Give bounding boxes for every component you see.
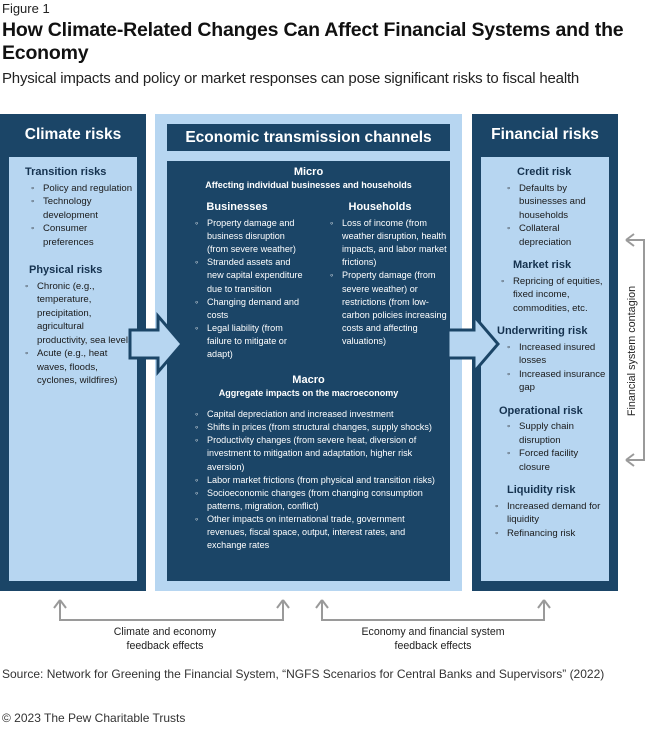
liquidity-risk-list: Increased demand for liquidity Refinanci…	[481, 500, 609, 541]
list-item: Loss of income (from weather disruption,…	[330, 217, 450, 269]
credit-risk-title: Credit risk	[517, 166, 572, 178]
list-item: Increased demand for liquidity	[495, 500, 609, 527]
micro-subtitle: Affecting individual businesses and hous…	[205, 180, 412, 191]
copyright: © 2023 The Pew Charitable Trusts	[2, 711, 186, 725]
businesses-title: Businesses	[206, 201, 268, 213]
households-title: Households	[348, 201, 412, 213]
page-subtitle: Physical impacts and policy or market re…	[2, 70, 580, 87]
economic-channels-header: Economic transmission channels	[167, 124, 450, 151]
financial-risks-header: Financial risks	[491, 126, 599, 143]
businesses-section: Businesses Property damage and business …	[167, 201, 307, 361]
macro-title: Macro	[292, 374, 325, 386]
arrow-up-icon	[315, 599, 329, 609]
operational-risk-title: Operational risk	[499, 404, 583, 417]
households-section: Households Loss of income (from weather …	[310, 201, 450, 348]
feedback-bracket-icon	[59, 600, 284, 621]
macro-list: Capital depreciation and increased inves…	[167, 408, 450, 552]
credit-risk-list: Defaults by businesses and households Co…	[481, 182, 609, 250]
list-item: Stranded assets and new capital expendit…	[195, 256, 307, 295]
list-item: Increased insurance gap	[507, 368, 609, 395]
list-item: Property damage and business disruption …	[195, 217, 307, 256]
list-item: Other impacts on international trade, go…	[195, 513, 446, 552]
operational-risk-list: Supply chain disruption Forced facility …	[481, 420, 609, 474]
transition-risks-title: Transition risks	[25, 166, 107, 178]
page-title: How Climate-Related Changes Can Affect F…	[2, 19, 624, 64]
list-item: Consumer preferences	[31, 222, 137, 249]
list-item: Technology development	[31, 195, 137, 222]
transition-risks-list: Policy and regulation Technology develop…	[9, 182, 137, 250]
list-item: Chronic (e.g., temperature, precipitatio…	[25, 280, 137, 348]
list-item: Property damage (from severe weather) or…	[330, 269, 450, 348]
list-item: Forced facility closure	[507, 447, 609, 474]
arrow-up-icon	[276, 599, 290, 609]
list-item: Legal liability (from failure to mitigat…	[195, 322, 307, 361]
macro-subtitle: Aggregate impacts on the macroeconomy	[218, 388, 399, 399]
macro-section: Macro Aggregate impacts on the macroecon…	[167, 374, 450, 552]
micro-section: Micro Affecting individual businesses an…	[167, 166, 450, 192]
physical-risks-title: Physical risks	[29, 264, 103, 276]
climate-risks-header: Climate risks	[24, 126, 122, 143]
source-note: Source: Network for Greening the Financi…	[2, 667, 605, 681]
arrow-left-icon	[625, 233, 635, 247]
list-item: Productivity changes (from severe heat, …	[195, 434, 446, 473]
market-risk-list: Repricing of equities, fixed income, com…	[481, 275, 609, 316]
liquidity-risk-title: Liquidity risk	[507, 484, 576, 496]
feedback-label-economy-financial: Economy and financial system feedback ef…	[361, 626, 505, 652]
list-item: Repricing of equities, fixed income, com…	[501, 275, 609, 316]
financial-risks-body: Credit risk Defaults by businesses and h…	[481, 157, 609, 581]
feedback-label-climate-economy: Climate and economy feedback effects	[113, 626, 217, 652]
list-item: Changing demand and costs	[195, 296, 307, 322]
businesses-list: Property damage and business disruption …	[167, 217, 307, 361]
list-item: Refinancing risk	[495, 527, 609, 541]
list-item: Capital depreciation and increased inves…	[195, 408, 446, 421]
list-item: Socioeconomic changes (from changing con…	[195, 487, 446, 513]
arrow-up-icon	[53, 599, 67, 609]
arrow-up-icon	[537, 599, 551, 609]
physical-risks-list: Chronic (e.g., temperature, precipitatio…	[9, 280, 137, 388]
market-risk-title: Market risk	[513, 259, 572, 271]
list-item: Increased insured losses	[507, 341, 609, 368]
figure-label: Figure 1	[2, 1, 50, 16]
list-item: Defaults by businesses and households	[507, 182, 609, 223]
underwriting-risk-title: Underwriting risk	[497, 325, 588, 337]
list-item: Collateral depreciation	[507, 222, 609, 249]
list-item: Labor market frictions (from physical an…	[195, 474, 446, 487]
micro-title: Micro	[293, 166, 324, 178]
list-item: Shifts in prices (from structural change…	[195, 421, 446, 434]
climate-risks-body: Transition risks Policy and regulation T…	[9, 157, 137, 581]
underwriting-risk-list: Increased insured losses Increased insur…	[481, 341, 609, 395]
list-item: Supply chain disruption	[507, 420, 609, 447]
feedback-bracket-icon	[321, 600, 545, 621]
contagion-label: Financial system contagion	[626, 285, 638, 417]
households-list: Loss of income (from weather disruption,…	[310, 217, 450, 348]
arrow-left-icon	[625, 453, 635, 467]
list-item: Policy and regulation	[31, 182, 137, 196]
list-item: Acute (e.g., heat waves, floods, cyclone…	[25, 347, 137, 388]
